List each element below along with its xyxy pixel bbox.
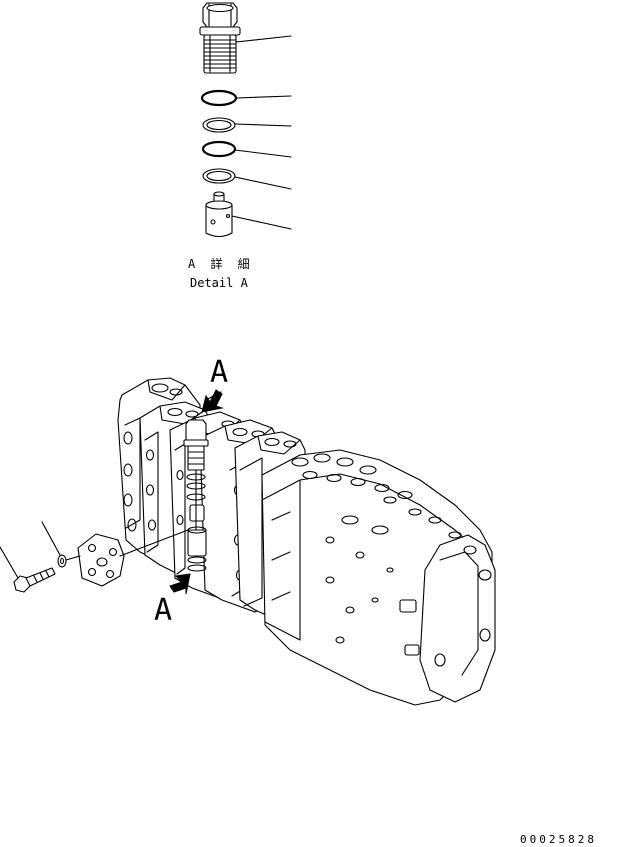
poppet-sleeve	[205, 191, 233, 238]
valve-end-block-right	[419, 534, 496, 703]
left-leader-lines	[0, 521, 61, 579]
relief-valve-assembly	[199, 2, 241, 74]
bolt	[13, 567, 56, 593]
detail-a-group: A 詳 細 Detail A	[188, 2, 292, 290]
view-label-bottom: A	[154, 593, 172, 628]
drawing-number: 00025828	[520, 833, 597, 846]
flange-cover	[77, 529, 189, 587]
detail-a-leader-lines	[231, 35, 292, 230]
installed-relief-valve	[183, 419, 209, 572]
detail-caption-japanese: A 詳 細	[188, 256, 254, 271]
backup-ring-upper	[202, 117, 236, 133]
o-ring-upper	[200, 89, 238, 107]
detail-caption-english: Detail A	[190, 276, 249, 290]
view-arrow-top	[201, 389, 224, 413]
washer	[57, 554, 81, 568]
o-ring-lower	[201, 140, 237, 158]
control-valve-body	[117, 377, 496, 706]
backup-ring-lower	[202, 168, 236, 184]
view-arrow-bottom	[169, 573, 191, 595]
view-label-top: A	[210, 355, 228, 390]
